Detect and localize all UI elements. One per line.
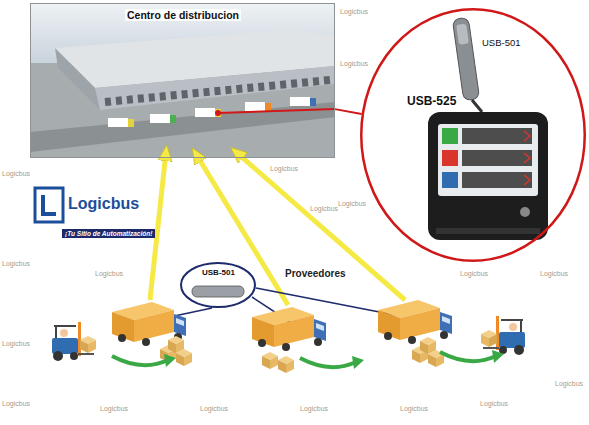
watermark: Logicbus [270, 165, 298, 173]
distribution-center-box: Centro de distribucion [30, 3, 335, 158]
group-label: Proveedores [285, 268, 346, 280]
connector-line [335, 109, 362, 114]
logger-circle: USB-501 [180, 262, 256, 308]
logger-device [192, 286, 244, 297]
watermark: Logicbus [540, 270, 568, 278]
logo-icon [35, 188, 63, 222]
usb-devices [428, 17, 548, 240]
ellipse-outline [360, 8, 586, 262]
watermark: Logicbus [2, 260, 30, 268]
watermark: Logicbus [95, 270, 123, 278]
watermark: Logicbus [2, 340, 30, 348]
logo-tagline: ¡Tu Sitio de Automatización! [62, 229, 155, 238]
node-title: Centro de distribucion [125, 9, 241, 21]
watermark: Logicbus [400, 405, 428, 413]
watermark: Logicbus [300, 405, 328, 413]
logo-text: Logicbus [68, 195, 139, 213]
device-label: USB-501 [200, 268, 237, 277]
device-label: USB-501 [480, 38, 523, 49]
watermark: Logicbus [338, 200, 366, 208]
watermark: Logicbus [340, 60, 368, 68]
suppliers [52, 300, 525, 373]
watermark: Logicbus [2, 400, 30, 408]
watermark: Logicbus [200, 405, 228, 413]
watermark: Logicbus [100, 405, 128, 413]
device-label: USB-525 [405, 95, 458, 109]
watermark: Logicbus [340, 8, 368, 16]
watermark: Logicbus [480, 400, 508, 408]
ellipse-outline [181, 263, 255, 307]
watermark: Logicbus [555, 380, 583, 388]
ellipse-outline [361, 9, 585, 261]
device-callout-ellipse: USB-501USB-525 [360, 8, 586, 262]
watermark: Logicbus [2, 170, 30, 178]
watermark: Logicbus [460, 270, 488, 278]
watermark: Logicbus [310, 205, 338, 213]
distribution-center-picture [30, 3, 335, 158]
